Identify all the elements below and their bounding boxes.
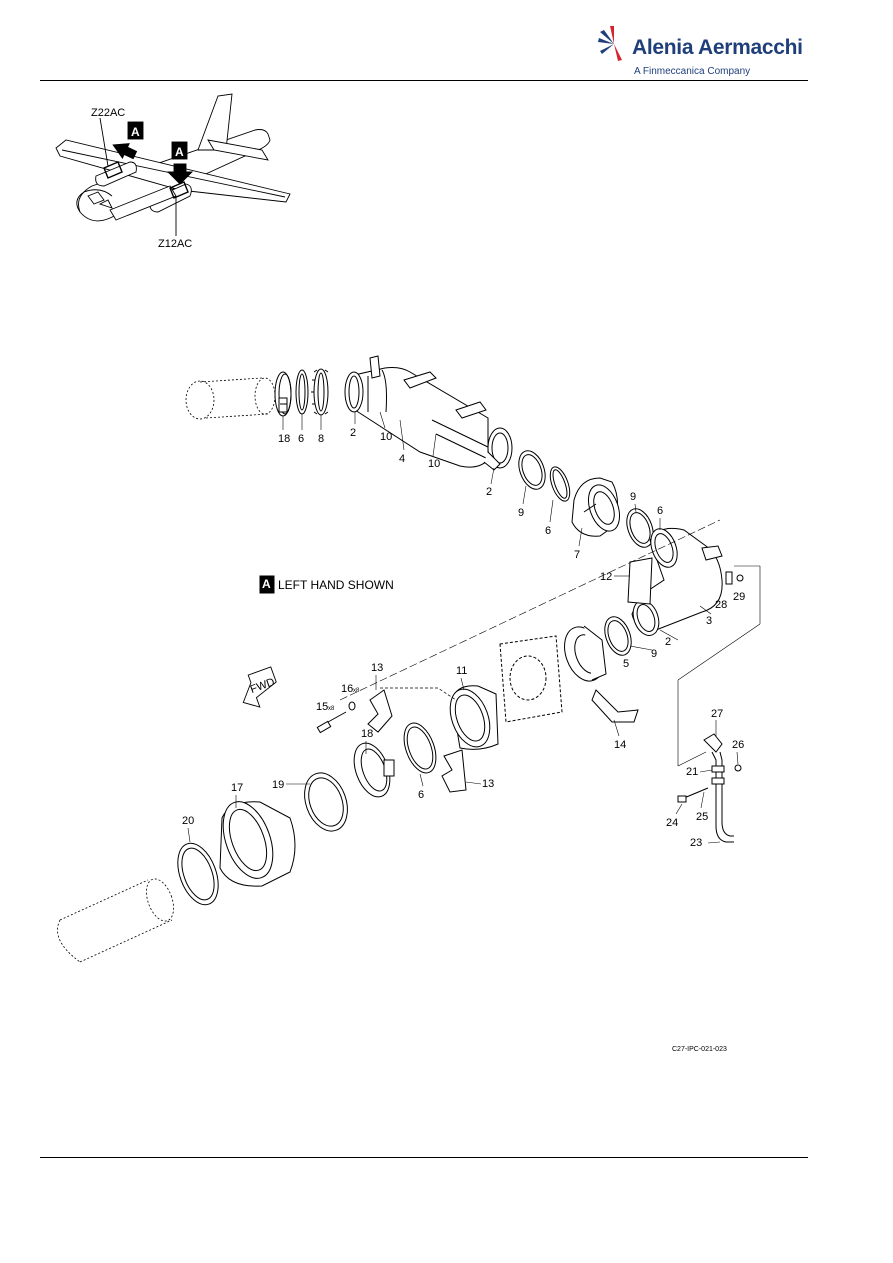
callout: 9	[630, 491, 636, 503]
callout: 6	[545, 525, 551, 537]
view-note-flag: A	[262, 577, 271, 591]
flange-5	[564, 625, 607, 682]
bulkhead-plate	[499, 635, 563, 723]
callout: 10	[428, 458, 440, 470]
fwd-arrow-icon	[242, 666, 277, 708]
callout: 18	[278, 433, 290, 445]
seal-6-b	[549, 466, 571, 502]
assembly-leader	[380, 687, 457, 701]
drain-detail	[677, 680, 742, 843]
callout: 6	[657, 505, 663, 517]
view-flag-1: A	[131, 125, 140, 139]
ring-9-b	[626, 508, 654, 548]
callout: 2	[350, 427, 356, 439]
bracket-14	[591, 689, 639, 723]
header-rule	[40, 80, 808, 81]
callout-qty: x8	[353, 688, 360, 694]
propeller-logo-icon	[598, 26, 622, 61]
phantom-duct-lower	[57, 878, 174, 963]
clamp-18-lower	[353, 742, 395, 798]
callout: 21	[686, 766, 698, 778]
callout-leaders	[187, 411, 739, 844]
callout: 4	[399, 453, 405, 465]
ring-8	[311, 368, 329, 416]
seal-6-upper	[295, 369, 309, 415]
view-note-text: LEFT HAND SHOWN	[278, 578, 394, 592]
ring-19	[304, 772, 348, 832]
callout: 12	[600, 571, 612, 583]
company-logo: Alenia Aermacchi A Finmeccanica Company	[596, 22, 803, 84]
brand-tagline: A Finmeccanica Company	[634, 66, 751, 77]
ring-9-c	[604, 616, 632, 656]
boot-17	[219, 801, 296, 887]
callout: 24	[666, 817, 678, 829]
zone-label-upper: Z22AC	[91, 107, 125, 119]
screw-15	[316, 711, 347, 734]
phantom-duct-upper	[185, 377, 276, 420]
callout: 27	[711, 708, 723, 720]
callout: 13	[482, 778, 494, 790]
callout: 26	[732, 739, 744, 751]
callout-qty: x8	[328, 706, 335, 712]
view-note-flag-box	[259, 575, 275, 594]
aircraft-locator-view	[55, 93, 291, 236]
callout: 2	[665, 636, 671, 648]
callout: 13	[371, 662, 383, 674]
elbow-duct-4	[344, 355, 513, 471]
callout: 28	[715, 599, 727, 611]
footer-rule	[40, 1157, 808, 1158]
callout: 11	[456, 665, 467, 677]
sleeve-11	[449, 685, 499, 750]
callout: 6	[418, 789, 424, 801]
centerline	[339, 519, 721, 701]
callout: 5	[623, 658, 629, 670]
callout: 23	[690, 837, 702, 849]
callout: 6	[298, 433, 304, 445]
ring-9-a	[518, 450, 546, 490]
callout: 3	[706, 615, 712, 627]
callout: 8	[318, 433, 324, 445]
callout: 18	[361, 728, 373, 740]
callout: 15	[316, 701, 328, 713]
hardware-28-29	[677, 565, 761, 681]
brand-name: Alenia Aermacchi	[632, 36, 803, 59]
callout: 14	[614, 739, 626, 751]
callout: 10	[380, 431, 392, 443]
callout: 20	[182, 815, 194, 827]
view-flag-2: A	[175, 145, 184, 159]
callout: 9	[518, 507, 524, 519]
figure-reference: C27-IPC-021-023	[672, 1046, 727, 1053]
bracket-13-a	[367, 689, 393, 733]
bracket-13-b	[441, 749, 467, 793]
callout: 7	[574, 549, 580, 561]
zone-label-lower: Z12AC	[158, 238, 192, 250]
clamp-18-upper	[274, 371, 292, 417]
callout: 19	[272, 779, 284, 791]
bracket-12	[627, 557, 653, 605]
callout: 16	[341, 683, 353, 695]
callout: 9	[651, 648, 657, 660]
callout: 25	[696, 811, 708, 823]
coupling-7	[571, 477, 621, 537]
callout: 17	[231, 782, 243, 794]
washer-16	[348, 701, 356, 711]
callout: 2	[486, 486, 492, 498]
seal-6-lower	[403, 722, 437, 774]
ring-20	[177, 842, 219, 906]
callout: 29	[733, 591, 745, 603]
